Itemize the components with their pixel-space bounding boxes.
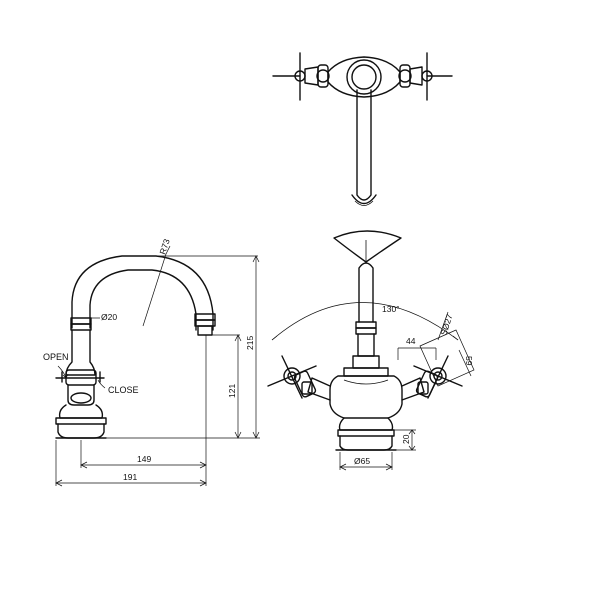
label-open: OPEN [43, 352, 69, 362]
front-view: 130° [267, 230, 475, 471]
label-reach: 149 [137, 454, 151, 464]
label-handle-diameter: SØ27 [438, 313, 454, 337]
base-height-dimension: 20 [394, 429, 416, 451]
label-handle-height: 59 [464, 356, 474, 366]
spout-diameter-leader: Ø20 [82, 312, 117, 322]
front-view-body [329, 367, 403, 451]
label-base-height: 20 [401, 434, 411, 444]
side-view: R73 Ø20 OPEN CLOSE 215 121 [43, 237, 260, 487]
side-view-spout [70, 255, 216, 336]
base-diameter-dimension: Ø65 [339, 452, 393, 471]
top-view-spout [351, 89, 377, 206]
top-view-body [327, 56, 401, 98]
label-swivel-angle: 130° [382, 304, 400, 314]
front-view-right-handle [401, 355, 463, 401]
side-view-body [55, 329, 107, 439]
label-overall-depth: 191 [123, 472, 137, 482]
top-view-right-handle [398, 52, 453, 101]
height-dimensions: 215 121 [106, 255, 260, 439]
label-radius-spout: R73 [157, 237, 171, 255]
label-base-diameter: Ø65 [354, 456, 370, 466]
label-close: CLOSE [108, 385, 139, 395]
top-view [272, 52, 453, 206]
width-dimensions: 149 191 [55, 335, 207, 487]
front-view-spout [352, 262, 380, 369]
label-total-height: 215 [245, 336, 255, 350]
radius-leader: R73 [142, 237, 172, 327]
top-view-left-handle [272, 52, 330, 101]
label-spout-outlet-height: 121 [227, 384, 237, 398]
swivel-indicator: 130° [271, 230, 459, 341]
front-view-left-handle [267, 355, 331, 401]
label-spout-diameter: Ø20 [101, 312, 117, 322]
label-handle-width: 44 [406, 336, 416, 346]
open-close-annotation: OPEN CLOSE [43, 352, 139, 395]
